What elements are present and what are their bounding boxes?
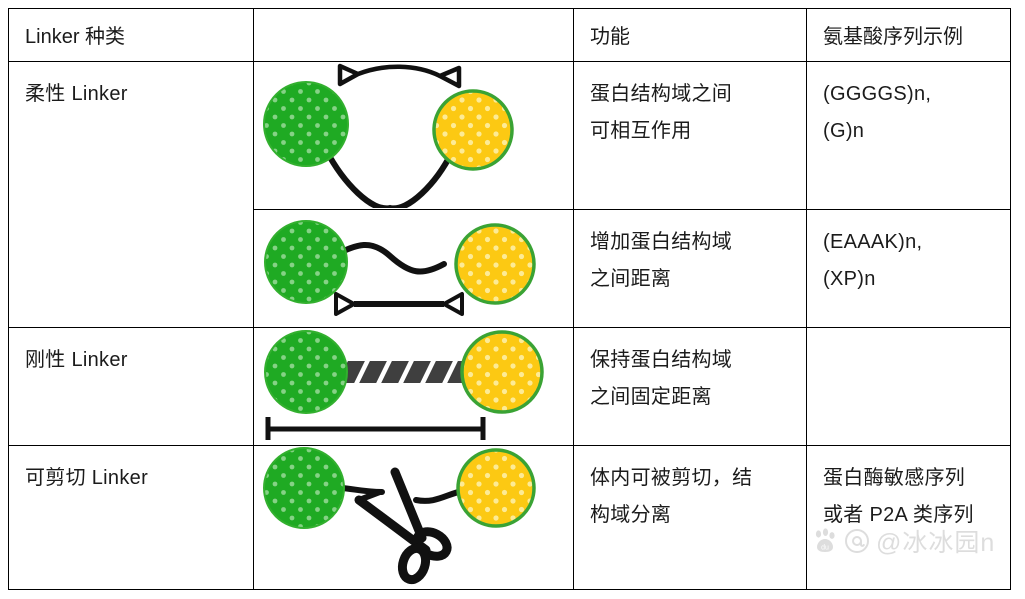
yellow-protein-domain (460, 330, 544, 414)
row-cell-sequence-rigid (806, 327, 1011, 446)
distance-double-arrow-icon (334, 292, 464, 317)
row-cell-function-rigid: 保持蛋白结构域 之间固定距离 (573, 327, 807, 446)
row-cell-function-flexible-bent: 蛋白结构域之间 可相互作用 (573, 61, 807, 211)
green-protein-domain (264, 220, 348, 305)
row-cell-sequence-cleavable: 蛋白酶敏感序列 或者 P2A 类序列 (806, 444, 1011, 591)
green-protein-domain (263, 81, 349, 168)
cleavable-scissors-linker-diagram (254, 446, 573, 588)
table-row: 刚性 Linker (8, 327, 1011, 446)
table-row: 可剪切 Linker (8, 444, 1011, 591)
row-cell-sequence-flexible-extended: (EAAAK)n, (XP)n (806, 209, 1011, 329)
scissors-icon (354, 467, 452, 585)
linker-type-label: 柔性 Linker (25, 83, 128, 106)
flex-double-arrow-icon (337, 64, 462, 89)
header-cell-sequence: 氨基酸序列示例 (806, 7, 1011, 63)
sequence-text: 蛋白酶敏感序列 或者 P2A 类序列 (823, 466, 974, 526)
sequence-text: (EAAAK)n, (XP)n (823, 231, 923, 291)
column-header-sequence: 氨基酸序列示例 (823, 26, 963, 48)
rigid-rod (328, 361, 478, 384)
header-cell-function: 功能 (573, 7, 807, 63)
row-cell-diagram-rigid (253, 327, 574, 446)
row-cell-sequence-flexible-bent: (GGGGS)n, (G)n (806, 61, 1011, 211)
row-cell-diagram-flexible-extended (253, 209, 574, 329)
table-header-row: Linker 种类 功能 氨基酸序列示例 (8, 7, 1011, 63)
linker-type-label: 刚性 Linker (25, 349, 128, 372)
row-cell-type-flexible: 柔性 Linker (8, 61, 254, 329)
row-cell-function-cleavable: 体内可被剪切，结 构域分离 (573, 444, 807, 591)
green-protein-domain (263, 446, 345, 529)
row-cell-type-cleavable: 可剪切 Linker (8, 444, 254, 591)
row-cell-diagram-flexible-bent (253, 61, 574, 211)
row-cell-diagram-cleavable (253, 444, 574, 591)
function-text: 体内可被剪切，结 构域分离 (590, 466, 753, 526)
fixed-distance-bracket-icon (265, 417, 486, 441)
table-row: 柔性 Linker (8, 61, 1011, 329)
flexible-extended-linker-diagram (254, 210, 573, 326)
row-cell-type-rigid: 刚性 Linker (8, 327, 254, 446)
table-row: 增加蛋白结构域 之间距离 (EAAAK)n, (XP)n (9, 209, 1011, 329)
function-text: 蛋白结构域之间 可相互作用 (590, 83, 733, 143)
linker-type-label: 可剪切 Linker (25, 466, 149, 489)
column-header-linker-type: Linker 种类 (25, 26, 126, 48)
function-text: 增加蛋白结构域 之间距离 (590, 231, 733, 291)
rigid-helix-linker-diagram (254, 328, 573, 444)
yellow-protein-domain (432, 89, 514, 172)
linker-comparison-table: Linker 种类 功能 氨基酸序列示例 柔性 Linker (8, 7, 1011, 591)
function-text: 保持蛋白结构域 之间固定距离 (590, 349, 733, 409)
yellow-protein-domain (456, 448, 536, 528)
green-protein-domain (264, 330, 348, 415)
header-cell-diagram (253, 7, 574, 63)
row-cell-function-flexible-extended: 增加蛋白结构域 之间距离 (573, 209, 807, 329)
flexible-bent-linker-diagram (254, 62, 573, 209)
column-header-function: 功能 (590, 26, 630, 48)
header-cell-type: Linker 种类 (8, 7, 254, 63)
yellow-protein-domain (454, 223, 536, 306)
sequence-text: (GGGGS)n, (G)n (823, 83, 932, 143)
